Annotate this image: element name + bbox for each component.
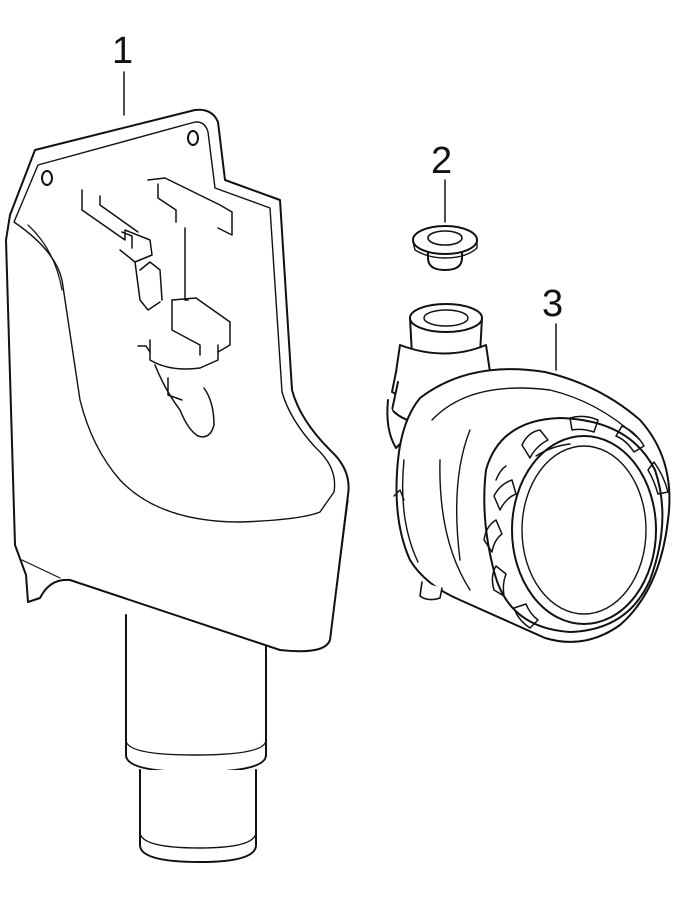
housing-outer-shell	[5, 108, 350, 653]
callout-2: 2	[431, 140, 453, 182]
part-1-housing	[5, 108, 350, 863]
callout-1: 1	[112, 30, 134, 72]
mounting-hole-left	[41, 170, 53, 186]
callout-3: 3	[542, 283, 564, 325]
part-3-siphon-body	[386, 303, 671, 643]
outlet-pipe	[125, 614, 267, 863]
cap-grips	[483, 415, 669, 629]
leader-lines	[123, 71, 557, 371]
part-2-seal-ring	[412, 225, 478, 271]
housing-inner-rim	[13, 121, 336, 523]
housing-inner-brackets	[81, 177, 233, 438]
mounting-hole-right	[187, 130, 199, 146]
front-cap	[483, 415, 669, 633]
